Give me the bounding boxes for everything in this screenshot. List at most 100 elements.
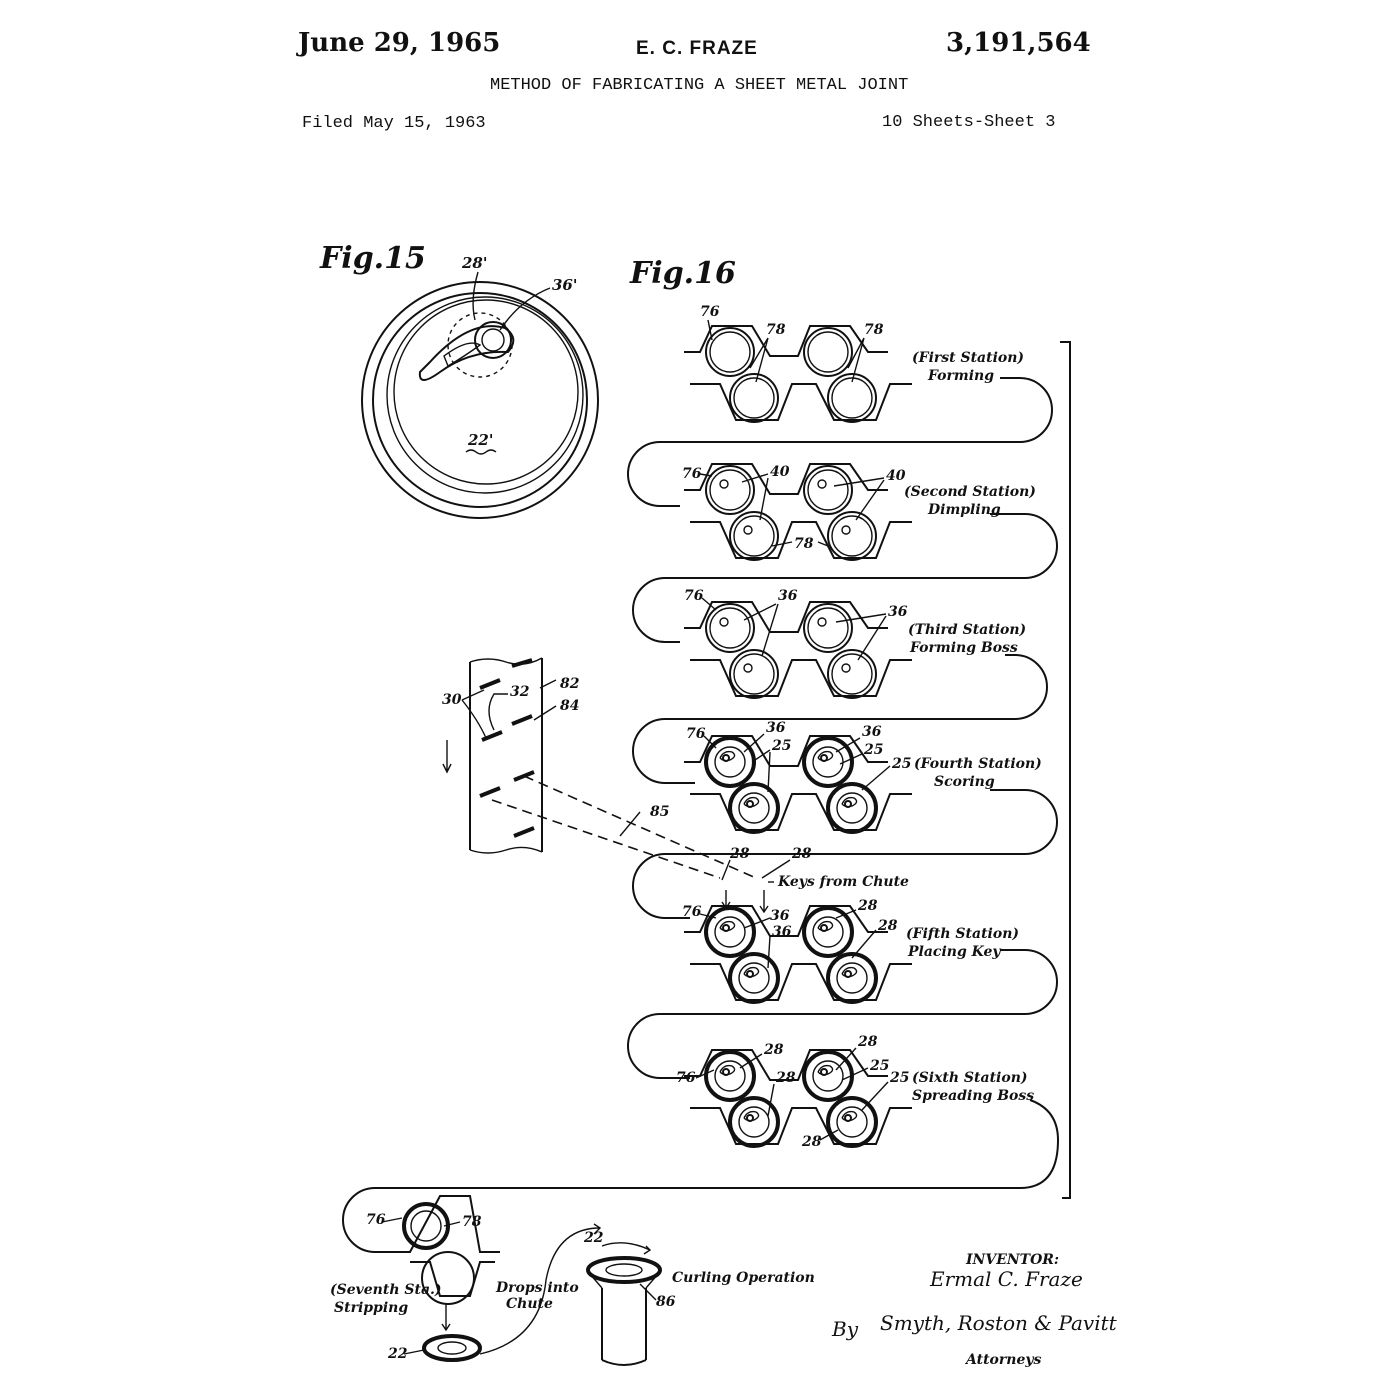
row-refs: 76 78 78 76 40 40 78 76 36 36 76 36 25 3… [676, 304, 911, 1150]
patent-number: 3,191,564 [946, 28, 1091, 58]
ref-22: 22 [583, 1230, 604, 1246]
panel-blank [827, 511, 877, 561]
ref-36: 36 [862, 724, 882, 740]
ref-28: 28 [801, 1134, 822, 1150]
ref-86: 86 [656, 1294, 676, 1310]
panel-blank [802, 1050, 854, 1102]
panel-blank [803, 327, 853, 377]
inventor-label: INVENTOR: [965, 1252, 1059, 1268]
ref-28: 28 [857, 898, 878, 914]
ref-84: 84 [560, 698, 579, 714]
ref-78: 78 [864, 322, 884, 338]
ref-76: 76 [682, 904, 702, 920]
drops-into-chute-line2: Chute [506, 1296, 553, 1312]
station-row-5 [684, 905, 912, 1004]
ref-28: 28 [877, 918, 898, 934]
ref-28: 28 [775, 1070, 796, 1086]
panel-blank [705, 603, 755, 653]
panel-blank [729, 373, 779, 423]
ref-82: 82 [560, 676, 580, 692]
ref-25: 25 [771, 738, 791, 754]
station-1-line1: (First Station) [912, 350, 1024, 366]
ref-28: 28 [857, 1034, 878, 1050]
station-row-2 [684, 463, 912, 561]
panel-blank [728, 1096, 780, 1148]
panel-blank [827, 649, 877, 699]
panel-blank [704, 1050, 756, 1102]
station-3-line2: Forming Boss [909, 640, 1018, 656]
ref-22: 22 [387, 1346, 408, 1362]
seventh-station-line2: Stripping [334, 1300, 408, 1316]
curling-stage: 22 86 Curling Operation [583, 1230, 815, 1366]
ref-36: 36 [770, 908, 790, 924]
ref-25: 25 [889, 1070, 909, 1086]
station-4-line2: Scoring [934, 774, 995, 790]
panel-blank [704, 736, 756, 788]
ref-78: 78 [794, 536, 814, 552]
patent-title: METHOD OF FABRICATING A SHEET METAL JOIN… [490, 76, 909, 95]
filed-date: Filed May 15, 1963 [302, 114, 486, 133]
station-6-line2: Spreading Boss [912, 1088, 1034, 1104]
ref-78: 78 [462, 1214, 482, 1230]
ref-28: 28 [763, 1042, 784, 1058]
key-strip: 30 32 82 84 85 [442, 657, 757, 879]
station-row-1 [684, 325, 912, 423]
fig15-ref-22: 22' [467, 431, 493, 449]
ref-85: 85 [650, 804, 669, 820]
station-2-line2: Dimpling [927, 502, 1001, 518]
panel-blank [826, 782, 878, 834]
fig15-label: Fig.15 [319, 241, 426, 276]
station-5-line2: Placing Key [907, 944, 1001, 960]
stage-seven: 76 78 (Seventh Sta.) Stripping 22 Drops … [330, 1195, 602, 1362]
ref-78: 78 [766, 322, 786, 338]
ref-76: 76 [684, 588, 704, 604]
ref-28: 28 [791, 846, 812, 862]
conveyor-path [342, 341, 1071, 1253]
fig15-ref-28: 28' [461, 254, 487, 272]
ref-76: 76 [366, 1212, 386, 1228]
station-2-line1: (Second Station) [904, 484, 1036, 500]
station-row-4 [684, 735, 912, 834]
patent-date: June 29, 1965 [298, 28, 501, 58]
ref-25: 25 [891, 756, 911, 772]
ref-30: 30 [442, 692, 462, 708]
ref-25: 25 [869, 1058, 889, 1074]
signature-block: INVENTOR: Ermal C. Fraze By Smyth, Rosto… [831, 1252, 1118, 1368]
seventh-station-line1: (Seventh Sta.) [330, 1282, 442, 1298]
panel-blank [704, 906, 756, 958]
ref-40: 40 [886, 468, 906, 484]
ref-36: 36 [778, 588, 798, 604]
by-label: By [831, 1317, 859, 1341]
panel-blank [705, 327, 755, 377]
panel-blank [802, 906, 854, 958]
panel-blank [826, 952, 878, 1004]
drops-into-chute-line1: Drops into [495, 1280, 579, 1296]
ref-32: 32 [510, 684, 530, 700]
curling-operation-label: Curling Operation [672, 1270, 815, 1286]
ref-25: 25 [863, 742, 883, 758]
ref-76: 76 [676, 1070, 696, 1086]
fig16-label: Fig.16 [629, 256, 736, 291]
inventor-signature: Ermal C. Fraze [929, 1267, 1083, 1291]
ref-36: 36 [766, 720, 786, 736]
attorneys-signature: Smyth, Roston & Pavitt [880, 1311, 1118, 1335]
ref-36: 36 [772, 924, 792, 940]
panel-blank [729, 649, 779, 699]
keys-from-chute: Keys from Chute [777, 874, 909, 890]
ref-76: 76 [686, 726, 706, 742]
ref-40: 40 [770, 464, 790, 480]
ref-36: 36 [888, 604, 908, 620]
ref-76: 76 [682, 466, 702, 482]
panel-blank [728, 782, 780, 834]
panel-blank [728, 952, 780, 1004]
station-labels: (First Station) Forming (Second Station)… [904, 350, 1042, 1104]
station-1-line2: Forming [927, 368, 994, 384]
panel-blank [802, 736, 854, 788]
station-3-line1: (Third Station) [908, 622, 1026, 638]
panel-blank [803, 465, 853, 515]
station-5-line1: (Fifth Station) [906, 926, 1019, 942]
station-6-line1: (Sixth Station) [912, 1070, 1028, 1086]
figure-15: Fig.15 28' 36' 22' [319, 241, 599, 519]
panel-blank [729, 511, 779, 561]
